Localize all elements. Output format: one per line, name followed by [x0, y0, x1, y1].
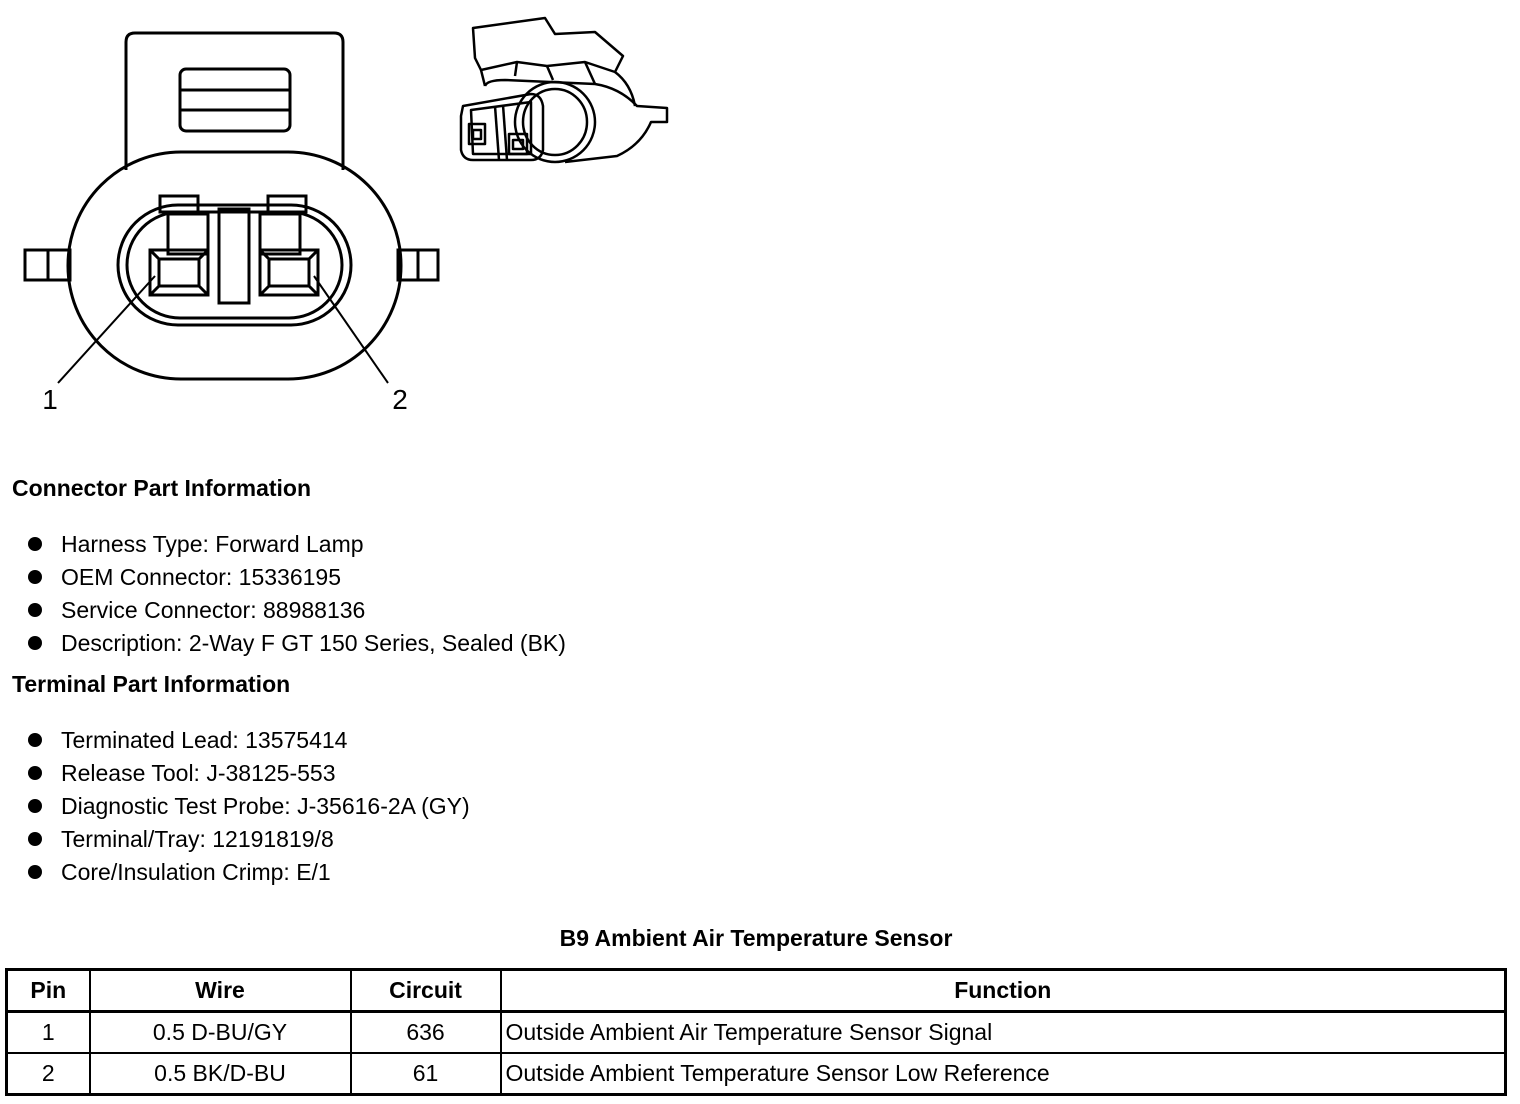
terminal-info-heading: Terminal Part Information — [12, 671, 291, 697]
table-header-row: Pin Wire Circuit Function — [5, 968, 1507, 1013]
connector-info-heading: Connector Part Information — [12, 475, 312, 501]
cell-function: Outside Ambient Air Temperature Sensor S… — [499, 1010, 1507, 1054]
bullet-icon — [28, 569, 42, 584]
table-title: B9 Ambient Air Temperature Sensor — [559, 925, 953, 951]
connector-info-list: Harness Type: Forward Lamp OEM Connector… — [28, 528, 566, 660]
header-pin: Pin — [5, 968, 91, 1013]
pin-1-leader — [57, 275, 156, 384]
bullet-icon — [28, 864, 42, 879]
bullet-icon — [28, 635, 42, 650]
pin-2-label: 2 — [392, 384, 408, 415]
bullet-icon — [28, 831, 42, 846]
cell-circuit: 61 — [349, 1052, 502, 1096]
list-item: OEM Connector: 15336195 — [28, 561, 566, 594]
header-function: Function — [499, 968, 1507, 1013]
bullet-icon — [28, 732, 42, 747]
cell-function: Outside Ambient Temperature Sensor Low R… — [499, 1052, 1507, 1096]
header-circuit: Circuit — [349, 968, 502, 1013]
bullet-icon — [28, 798, 42, 813]
pin-2-leader — [313, 275, 389, 384]
terminal-info-list: Terminated Lead: 13575414 Release Tool: … — [28, 724, 470, 889]
header-wire: Wire — [88, 968, 352, 1013]
list-item: Service Connector: 88988136 — [28, 594, 566, 627]
table-row: 2 0.5 BK/D-BU 61 Outside Ambient Tempera… — [5, 1052, 1507, 1096]
table-row: 1 0.5 D-BU/GY 636 Outside Ambient Air Te… — [5, 1010, 1507, 1054]
list-item: Release Tool: J-38125-553 — [28, 757, 470, 790]
bullet-icon — [28, 536, 42, 551]
cell-wire: 0.5 BK/D-BU — [88, 1052, 352, 1096]
cell-pin: 2 — [5, 1052, 91, 1096]
list-item: Description: 2-Way F GT 150 Series, Seal… — [28, 627, 566, 660]
connector-isometric-diagram — [459, 16, 669, 164]
cell-wire: 0.5 D-BU/GY — [88, 1010, 352, 1054]
cell-circuit: 636 — [349, 1010, 502, 1054]
list-item: Terminal/Tray: 12191819/8 — [28, 823, 470, 856]
list-item: Core/Insulation Crimp: E/1 — [28, 856, 470, 889]
pin-1-label: 1 — [42, 384, 58, 415]
cell-pin: 1 — [5, 1010, 91, 1054]
pinout-table: Pin Wire Circuit Function 1 0.5 D-BU/GY … — [5, 968, 1507, 1096]
bullet-icon — [28, 765, 42, 780]
list-item: Diagnostic Test Probe: J-35616-2A (GY) — [28, 790, 470, 823]
list-item: Harness Type: Forward Lamp — [28, 528, 566, 561]
list-item: Terminated Lead: 13575414 — [28, 724, 470, 757]
connector-face-diagram: 1 2 — [23, 31, 440, 415]
bullet-icon — [28, 602, 42, 617]
